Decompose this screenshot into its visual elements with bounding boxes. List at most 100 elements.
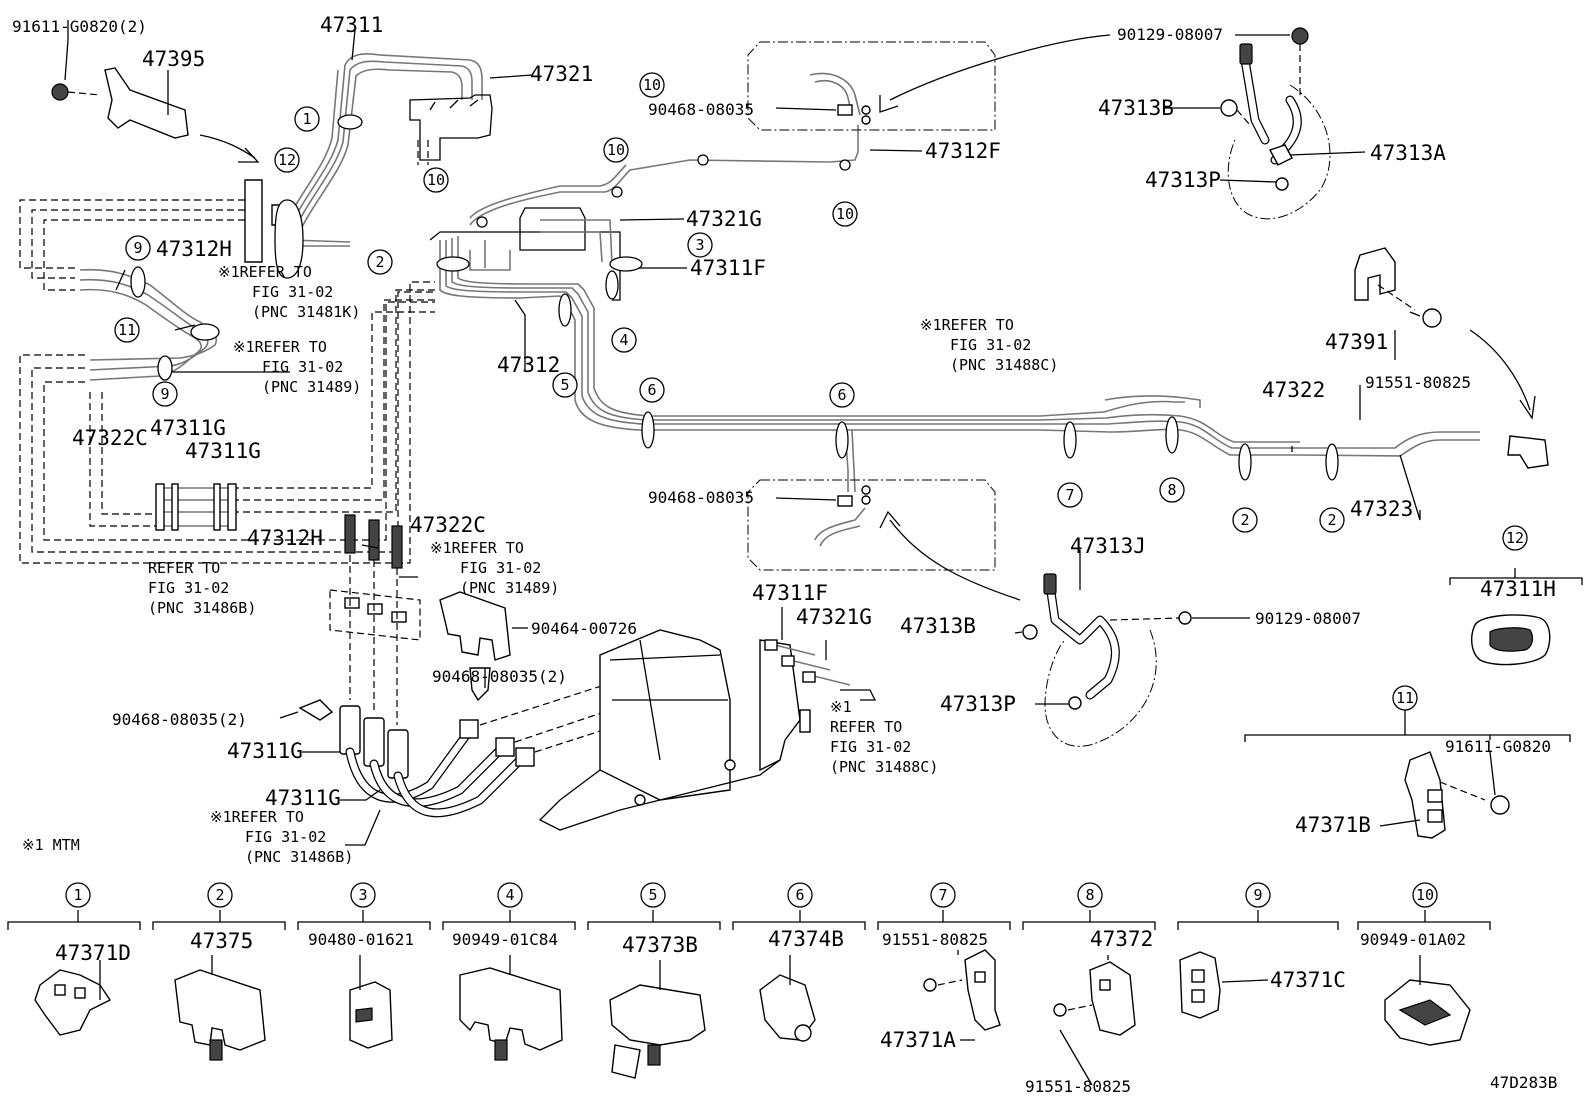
legend-brackets bbox=[7, 910, 1491, 1086]
label-47322C: 47322C bbox=[410, 513, 486, 537]
note-line: FIG 31-02 bbox=[262, 358, 343, 376]
callout-2: 2 bbox=[375, 253, 384, 271]
callout-12: 12 bbox=[278, 151, 296, 169]
callout-2: 2 bbox=[1327, 511, 1336, 529]
note-line: ※1 bbox=[830, 698, 852, 716]
label-90129-08007: 90129-08007 bbox=[1255, 609, 1361, 628]
label-90468-08035: 90468-08035 bbox=[648, 488, 754, 507]
note-line: FIG 31-02 bbox=[460, 559, 541, 577]
rear-hose-assembly bbox=[1022, 573, 1192, 747]
label-47312H: 47312H bbox=[247, 526, 323, 550]
callout-5: 5 bbox=[560, 376, 569, 394]
clamp-47371B bbox=[1404, 751, 1510, 839]
note-line: REFER TO bbox=[830, 718, 902, 736]
label-47323: 47323 bbox=[1350, 497, 1413, 521]
legend-number: 10 bbox=[1416, 886, 1434, 904]
label-47322: 47322 bbox=[1262, 378, 1325, 402]
callout-2: 2 bbox=[1240, 511, 1249, 529]
legend-part: 47371D bbox=[55, 941, 131, 965]
note-line: (PNC 31489) bbox=[460, 579, 559, 597]
callout-6: 6 bbox=[837, 386, 846, 404]
callout-11-detail: 11 bbox=[1396, 689, 1414, 707]
note-line: (PNC 31481K) bbox=[252, 303, 360, 321]
mtm-footnote: ※1 MTM bbox=[22, 836, 80, 854]
note-line: (PNC 31486B) bbox=[148, 599, 256, 617]
callout-circles bbox=[114, 72, 1528, 711]
legend-number: 4 bbox=[505, 886, 514, 904]
label-47311G: 47311G bbox=[265, 786, 341, 810]
legend-part: 90480-01621 bbox=[308, 930, 414, 949]
label-90464-00726: 90464-00726 bbox=[531, 619, 637, 638]
note-line: FIG 31-02 bbox=[245, 828, 326, 846]
reference-notes: ※1REFER TO FIG 31-02 (PNC 31481K) ※1REFE… bbox=[22, 263, 1058, 866]
legend-number: 3 bbox=[358, 886, 367, 904]
label-47311G: 47311G bbox=[150, 416, 226, 440]
label-47312F: 47312F bbox=[925, 139, 1001, 163]
note-line: ※1REFER TO bbox=[430, 539, 524, 557]
legend-part: 90949-01C84 bbox=[452, 930, 558, 949]
label-91611-G0820: 91611-G0820 bbox=[1445, 737, 1551, 756]
callout-1: 1 bbox=[302, 110, 311, 128]
label-47321G: 47321G bbox=[796, 605, 872, 629]
label-47313J: 47313J bbox=[1070, 534, 1146, 558]
label-47311: 47311 bbox=[320, 13, 383, 37]
label-90468-08035-2: 90468-08035(2) bbox=[112, 710, 247, 729]
label-47321G: 47321G bbox=[686, 207, 762, 231]
label-47311H: 47311H bbox=[1480, 577, 1556, 601]
dashed-routing-left bbox=[19, 199, 435, 564]
detail-box-top bbox=[747, 34, 1111, 131]
master-cylinder bbox=[409, 94, 493, 165]
callout-8: 8 bbox=[1167, 481, 1176, 499]
part-47395 bbox=[51, 67, 304, 279]
note-line: (PNC 31486B) bbox=[245, 848, 353, 866]
label-47313B: 47313B bbox=[900, 614, 976, 638]
clip-ovals bbox=[130, 114, 1339, 481]
label-47311G: 47311G bbox=[185, 439, 261, 463]
legend-number: 9 bbox=[1253, 886, 1262, 904]
note-line: (PNC 31488C) bbox=[830, 758, 938, 776]
bracket-47391 bbox=[1354, 247, 1549, 469]
legend-part: 47371A bbox=[880, 1028, 956, 1052]
legend-number: 5 bbox=[648, 886, 657, 904]
legend-part: 91551-80825 bbox=[1025, 1077, 1131, 1096]
note-31486B-b: ※1REFER TO FIG 31-02 (PNC 31486B) bbox=[210, 808, 353, 866]
legend-part: 90949-01A02 bbox=[1360, 930, 1466, 949]
callout-10: 10 bbox=[427, 171, 445, 189]
label-47312H: 47312H bbox=[156, 237, 232, 261]
note-line: ※1REFER TO bbox=[233, 338, 327, 356]
label-47321: 47321 bbox=[530, 62, 593, 86]
leader-lines bbox=[64, 20, 1583, 846]
label-47313P: 47313P bbox=[940, 692, 1016, 716]
part-labels: 47311 91611-G0820(2) 47395 47321 90129-0… bbox=[12, 13, 1557, 1092]
label-47322C: 47322C bbox=[72, 426, 148, 450]
callout-12-detail: 12 bbox=[1506, 529, 1524, 547]
diagram-code: 47D283B bbox=[1490, 1073, 1557, 1092]
callout-3: 3 bbox=[695, 236, 704, 254]
note-line: FIG 31-02 bbox=[148, 579, 229, 597]
label-90129-08007: 90129-08007 bbox=[1117, 25, 1223, 44]
grommet-47311H bbox=[1471, 614, 1551, 666]
note-31489-a: ※1REFER TO FIG 31-02 (PNC 31489) bbox=[233, 338, 361, 396]
legend-number: 8 bbox=[1085, 886, 1094, 904]
legend-part: 47375 bbox=[190, 929, 253, 953]
label-91551-80825: 91551-80825 bbox=[1365, 373, 1471, 392]
front-hose-assembly bbox=[1220, 27, 1331, 220]
union-block-47311G bbox=[155, 483, 237, 531]
label-47311G: 47311G bbox=[227, 739, 303, 763]
legend-number: 2 bbox=[215, 886, 224, 904]
label-47371B: 47371B bbox=[1295, 813, 1371, 837]
callout-10: 10 bbox=[607, 141, 625, 159]
legend-part: 47374B bbox=[768, 927, 844, 951]
note-line: REFER TO bbox=[148, 559, 220, 577]
label-90468-08035: 90468-08035 bbox=[648, 100, 754, 119]
callout-10: 10 bbox=[836, 205, 854, 223]
callout-9: 9 bbox=[160, 385, 169, 403]
note-line: FIG 31-02 bbox=[252, 283, 333, 301]
label-47312: 47312 bbox=[497, 353, 560, 377]
note-line: (PNC 31489) bbox=[262, 378, 361, 396]
legend-part: 47372 bbox=[1090, 927, 1153, 951]
legend: 1 2 3 4 5 6 7 8 9 10 47371D 47375 90480-… bbox=[55, 882, 1466, 1096]
legend-icons bbox=[34, 949, 1471, 1079]
label-47395: 47395 bbox=[142, 47, 205, 71]
